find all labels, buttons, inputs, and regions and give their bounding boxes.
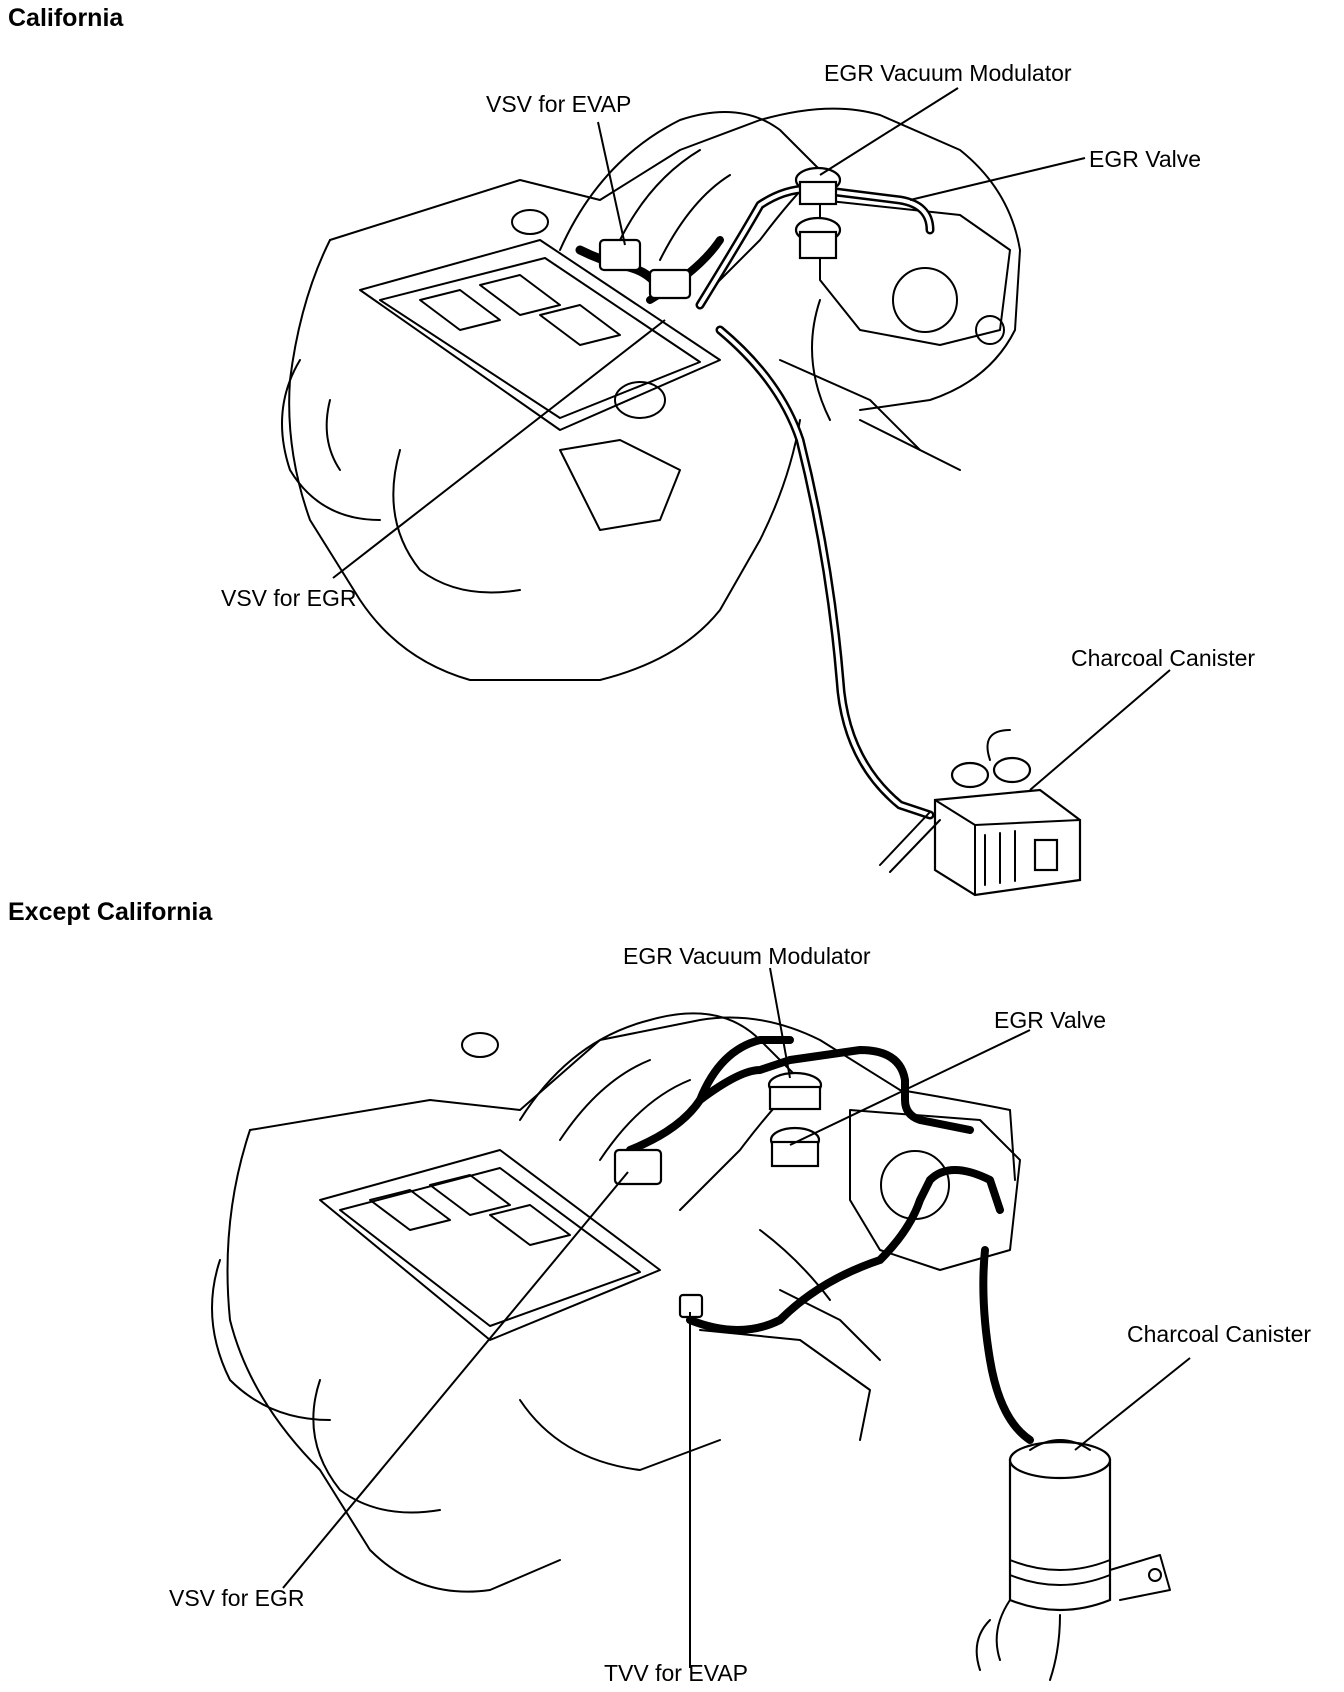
leader-egr-vacuum-modulator-ca xyxy=(819,87,959,176)
leader-charcoal-canister-ca xyxy=(1029,669,1171,791)
label-charcoal-canister-except-california: Charcoal Canister xyxy=(1127,1321,1312,1347)
label-egr-vacuum-modulator-except-california: EGR Vacuum Modulator xyxy=(623,943,871,969)
leader-charcoal-canister-exca xyxy=(1074,1357,1191,1451)
except-california-engine-illustration xyxy=(211,1012,1171,1681)
leader-egr-vacuum-modulator-exca xyxy=(769,967,791,1079)
label-egr-valve-california: EGR Valve xyxy=(1089,146,1202,172)
california-engine-illustration xyxy=(281,107,1082,897)
leader-egr-valve-ca xyxy=(909,157,1086,201)
label-egr-vacuum-modulator-california: EGR Vacuum Modulator xyxy=(824,60,1072,86)
section-heading-except-california: Except California xyxy=(8,898,213,926)
label-vsv-for-egr-except-california: VSV for EGR xyxy=(169,1585,305,1611)
label-vsv-for-evap-california: VSV for EVAP xyxy=(486,91,632,117)
label-egr-valve-except-california: EGR Valve xyxy=(994,1007,1107,1033)
section-heading-california: California xyxy=(8,4,124,32)
label-tvv-for-evap-except-california: TVV for EVAP xyxy=(604,1660,749,1686)
leader-vsv-for-egr-exca xyxy=(282,1171,629,1589)
label-charcoal-canister-california: Charcoal Canister xyxy=(1071,645,1256,671)
label-vsv-for-egr-california: VSV for EGR xyxy=(221,585,357,611)
leader-vsv-for-egr-ca xyxy=(332,319,666,579)
leader-egr-valve-exca xyxy=(789,1029,1031,1146)
leader-vsv-for-evap-ca xyxy=(597,121,626,246)
